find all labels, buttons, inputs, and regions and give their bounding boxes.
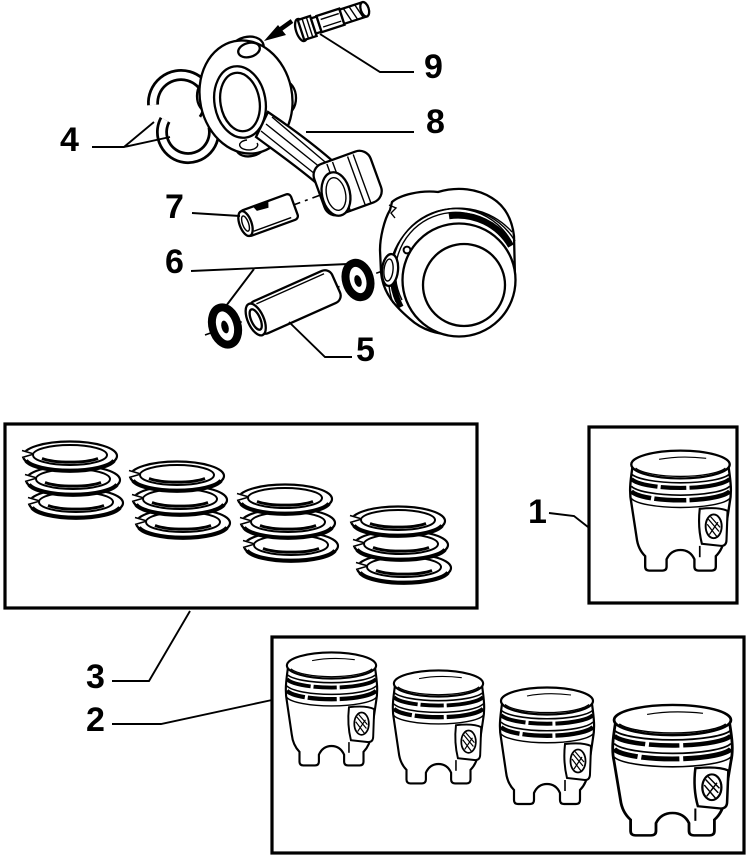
callout-2: 2 [86,701,105,739]
piston-front-3 [500,688,594,805]
ring-set-1 [20,442,123,518]
piston-pin-drawing [244,269,342,337]
piston-front-4 [613,705,733,835]
callout-5: 5 [356,331,375,369]
piston-front-2 [393,670,484,783]
callout-3: 3 [86,658,105,696]
callout-line-3 [112,610,191,682]
circlip-left-drawing [207,303,243,349]
ring-set-4 [348,507,451,583]
rod-bolt-drawing [293,0,371,43]
ring-set-2 [127,462,230,538]
small-end-bushing-drawing [237,193,300,238]
callout-4: 4 [60,121,79,159]
piston-front-single [630,451,731,571]
callout-9: 9 [424,48,443,86]
callout-line-9 [319,33,414,73]
ring-set-3 [235,485,338,561]
piston-set-group [286,652,732,835]
ring-sets-group [20,442,451,583]
ring-sets-box [3,422,479,610]
callout-6: 6 [165,243,184,281]
callout-line-5 [288,321,352,358]
callout-7: 7 [165,188,184,226]
bushing-axis-centerline [287,189,335,208]
single-piston-box [587,425,739,605]
callout-line-2 [112,699,273,725]
callout-line-4 [92,121,171,148]
piston-front-1 [286,652,377,765]
insert-direction-arrow [264,19,294,41]
piston-set-box [270,635,746,855]
callout-line-7 [191,212,241,217]
callout-line-1 [548,512,589,528]
exploded-assembly: 9 8 4 7 6 5 [60,0,517,369]
callout-line-6 [190,263,349,307]
piston-side-view-drawing [378,187,517,338]
callout-1: 1 [528,493,547,531]
connecting-rod-drawing [195,35,383,217]
callout-8: 8 [426,103,445,141]
circlip-right-drawing [341,258,375,302]
